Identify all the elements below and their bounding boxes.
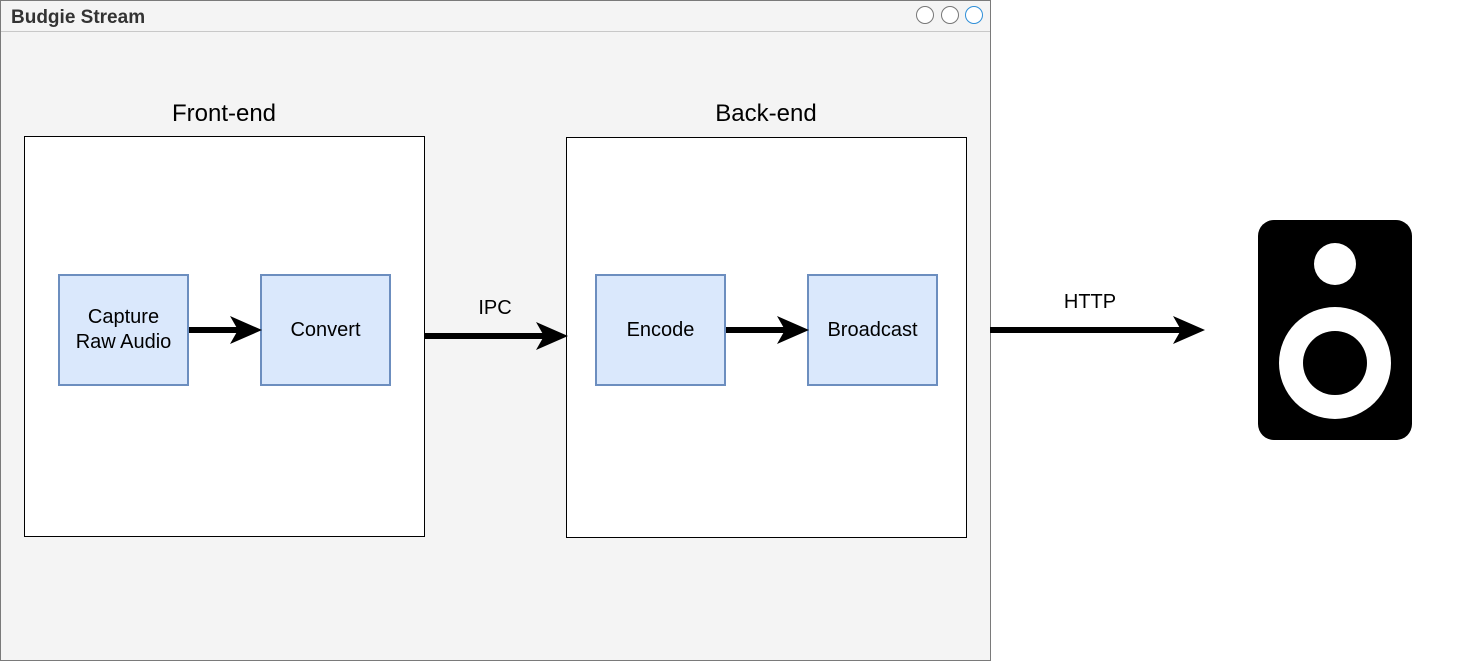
speaker-woofer: [1279, 307, 1391, 419]
frontend-title: Front-end: [171, 100, 277, 127]
capture-raw-audio-block: Capture Raw Audio: [58, 274, 189, 386]
minimize-button[interactable]: [916, 6, 934, 24]
http-label: HTTP: [1063, 291, 1117, 313]
speaker-icon: [1258, 220, 1412, 440]
title-bar: Budgie Stream: [1, 1, 990, 32]
maximize-button[interactable]: [941, 6, 959, 24]
encode-block: Encode: [595, 274, 726, 386]
speaker-tweeter: [1314, 243, 1356, 285]
backend-title: Back-end: [715, 100, 817, 127]
ipc-label: IPC: [478, 297, 512, 319]
arrow-http: [990, 316, 1205, 344]
convert-block: Convert: [260, 274, 391, 386]
speaker-woofer-core: [1303, 331, 1367, 395]
close-button[interactable]: [965, 6, 983, 24]
window-title: Budgie Stream: [11, 7, 146, 28]
broadcast-block: Broadcast: [807, 274, 938, 386]
